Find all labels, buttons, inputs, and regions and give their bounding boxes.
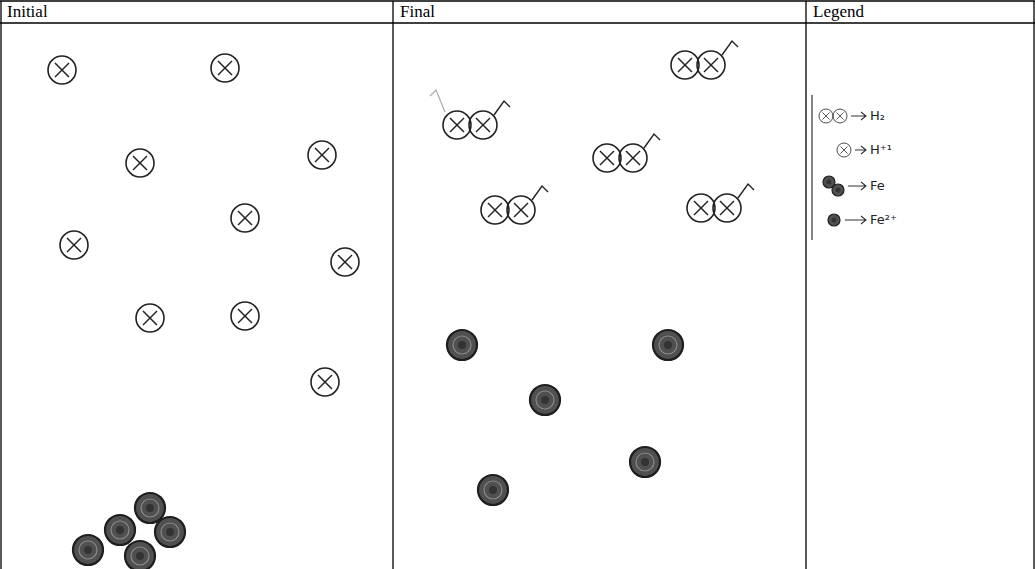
iron-solid — [73, 493, 185, 569]
column-header: Initial — [7, 3, 48, 22]
legend-samples — [812, 95, 866, 240]
legend-text: H₂ — [870, 109, 885, 123]
column-header: Final — [400, 3, 435, 22]
legend-text: Fe²⁺ — [870, 213, 897, 227]
iron-ions — [447, 330, 683, 505]
legend-text: H⁺¹ — [870, 143, 892, 157]
legend-text: Fe — [870, 179, 885, 193]
hydrogen-molecules — [430, 41, 754, 224]
hydrogen-ions — [48, 54, 359, 396]
column-header: Legend — [813, 3, 864, 22]
